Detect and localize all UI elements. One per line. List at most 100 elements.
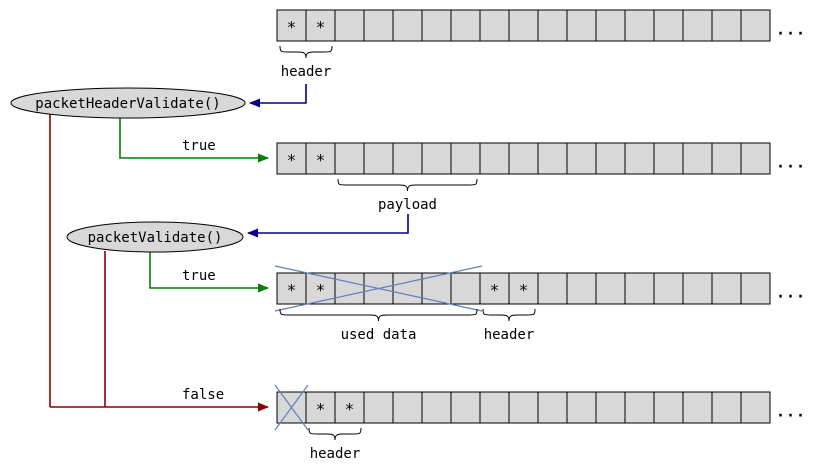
continuation-ellipsis: ... — [776, 154, 806, 172]
buffer-cell — [450, 272, 481, 305]
buffer-cell — [537, 142, 568, 175]
buffer-cell — [334, 142, 365, 175]
used-cell-star: * — [490, 281, 500, 300]
buffer-cell — [740, 272, 771, 305]
buffer-cell — [682, 142, 713, 175]
edges-layer — [49, 84, 409, 412]
buffer-cell — [334, 9, 365, 42]
used-cell-star: * — [316, 151, 326, 170]
underbrace — [279, 308, 478, 322]
buffer-cell — [537, 391, 568, 424]
region-label: header — [310, 446, 361, 462]
buffer-row-packet-with-header: * *... header — [276, 9, 806, 80]
buffer-cell — [682, 391, 713, 424]
region-label: header — [281, 64, 332, 80]
used-cell-star: * — [316, 18, 326, 37]
used-cell-star: * — [519, 281, 529, 300]
buffer-cell — [566, 9, 597, 42]
callback-arrow-packet-validate — [247, 214, 409, 238]
buffer-cell — [711, 391, 742, 424]
invalidated-cross — [274, 384, 309, 431]
buffer-cell — [363, 9, 394, 42]
edge-label-false: false — [182, 387, 224, 403]
used-cell-star: * — [316, 400, 326, 419]
region-label: header — [484, 327, 535, 343]
edge-label-true-2: true — [182, 268, 216, 284]
node-label-packet-header-validate: packetHeaderValidate() — [35, 96, 220, 112]
underbrace — [337, 178, 478, 192]
buffer-cell — [682, 9, 713, 42]
buffer-cell — [392, 9, 423, 42]
continuation-ellipsis: ... — [776, 403, 806, 421]
buffer-cell — [624, 9, 655, 42]
buffer-cell — [479, 9, 510, 42]
node-ellipse — [10, 87, 246, 119]
buffer-cell — [450, 391, 481, 424]
used-cell-star: * — [316, 281, 326, 300]
node-label-packet-validate: packetValidate() — [88, 230, 223, 246]
buffer-cell — [450, 9, 481, 42]
buffer-cell — [363, 142, 394, 175]
buffer-cell — [653, 9, 684, 42]
buffer-cell — [682, 272, 713, 305]
buffer-cell — [653, 391, 684, 424]
buffer-cell — [450, 142, 481, 175]
buffer-cell — [653, 272, 684, 305]
buffer-cell — [276, 9, 307, 42]
region-label: payload — [378, 197, 437, 213]
buffer-cell — [740, 391, 771, 424]
buffer-cell — [740, 142, 771, 175]
buffer-cell — [537, 272, 568, 305]
invalidated-cross — [274, 265, 483, 312]
buffer-cell — [508, 142, 539, 175]
used-cell-star: * — [287, 281, 297, 300]
buffer-cell — [305, 9, 336, 42]
buffer-cell — [392, 272, 423, 305]
buffer-cell — [624, 391, 655, 424]
buffer-cell — [537, 9, 568, 42]
buffer-cell — [363, 391, 394, 424]
region-label: used data — [341, 327, 417, 343]
buffer-cell — [479, 391, 510, 424]
buffer-cell — [508, 9, 539, 42]
node-packet-validate: packetValidate() — [66, 221, 244, 253]
buffer-cell — [740, 9, 771, 42]
buffer-cell — [624, 272, 655, 305]
used-cell-star: * — [287, 18, 297, 37]
buffer-row-packet-invalid: * *... header — [274, 384, 806, 462]
used-cell-star: * — [345, 400, 355, 419]
buffer-row-packet-with-payload: * *... payload — [276, 142, 806, 213]
buffer-cell — [711, 142, 742, 175]
underbrace — [308, 427, 362, 441]
underbrace — [279, 45, 333, 59]
callback-arrow-header-validate — [249, 84, 307, 108]
buffer-cell — [711, 272, 742, 305]
buffer-cell — [508, 391, 539, 424]
true-arrow-2 — [149, 251, 269, 293]
buffer-cell — [479, 272, 510, 305]
buffer-cell — [421, 9, 452, 42]
buffer-cell — [508, 272, 539, 305]
buffer-cell — [595, 391, 626, 424]
buffer-cell — [276, 272, 307, 305]
buffer-cell — [305, 391, 336, 424]
buffer-cell — [566, 272, 597, 305]
continuation-ellipsis: ... — [776, 284, 806, 302]
buffer-rows: * *... header * *... payload * * * *... used data h… — [274, 9, 806, 462]
edge-label-true-1: true — [182, 138, 216, 154]
buffer-cell — [566, 142, 597, 175]
used-cell-star: * — [287, 151, 297, 170]
continuation-ellipsis: ... — [776, 21, 806, 39]
buffer-cell — [421, 142, 452, 175]
buffer-row-packet-used-data: * * * *... used data header — [274, 265, 806, 343]
true-arrow-1 — [119, 117, 269, 163]
buffer-cell — [334, 272, 365, 305]
buffer-cell — [595, 9, 626, 42]
buffer-cell — [653, 142, 684, 175]
buffer-cell — [711, 9, 742, 42]
buffer-cell — [421, 391, 452, 424]
node-ellipse — [66, 221, 244, 253]
buffer-cell — [392, 391, 423, 424]
buffer-cell — [624, 142, 655, 175]
